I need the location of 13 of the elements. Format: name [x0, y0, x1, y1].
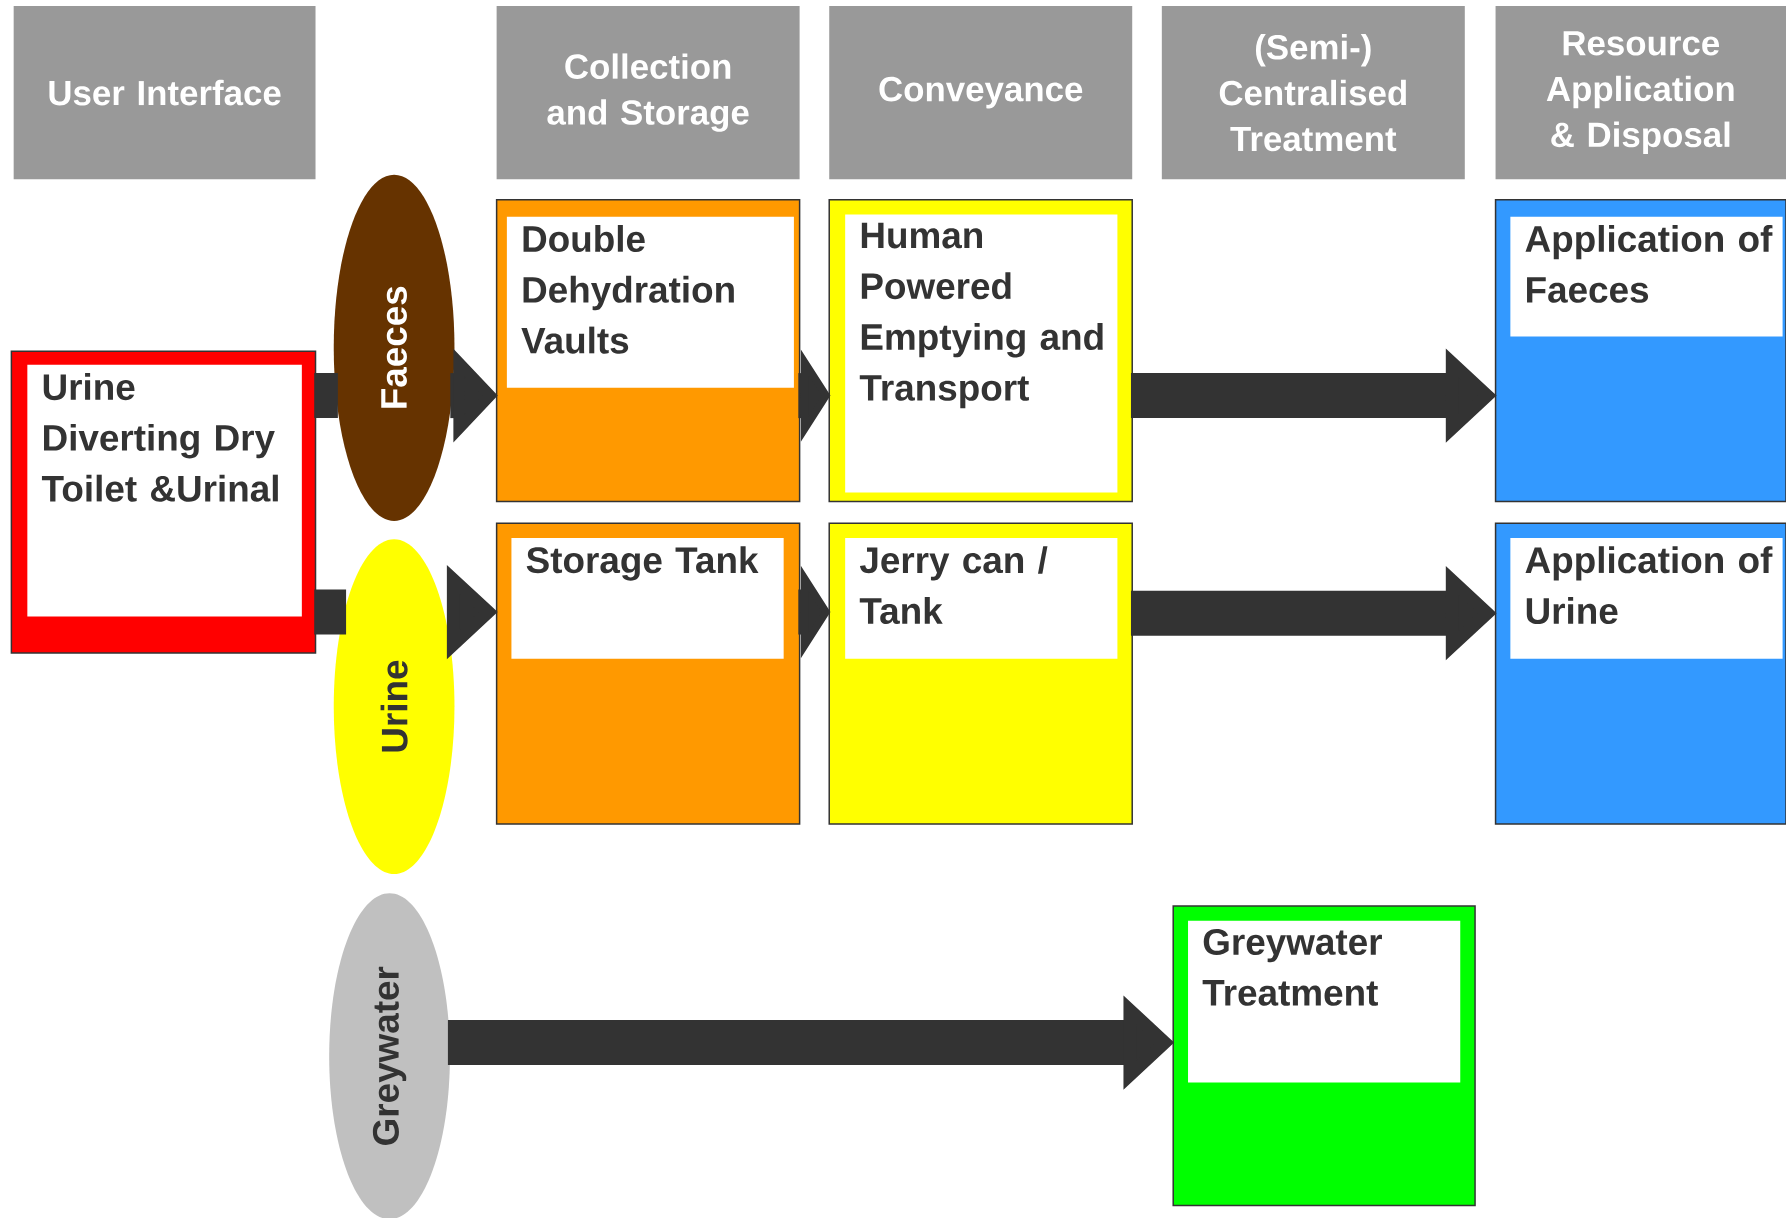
process-box: Application of Faeces	[1494, 198, 1786, 503]
process-box: Application of Urine	[1494, 522, 1786, 825]
column-header: Conveyance	[829, 6, 1133, 180]
process-box: Jerry can / Tank	[828, 522, 1133, 825]
column-header: Collection and Storage	[496, 6, 800, 180]
process-box: Greywater Treatment	[1172, 905, 1476, 1207]
process-box: Urine Diverting Dry Toilet &Urinal	[10, 350, 317, 654]
column-header: (Semi-) Centralised Treatment	[1161, 6, 1465, 180]
process-box: Double Dehydration Vaults	[495, 198, 801, 503]
process-box: Storage Tank	[495, 522, 801, 825]
column-header: User Interface	[13, 6, 316, 180]
column-header: Resource Application & Disposal	[1495, 6, 1786, 180]
process-box: Human Powered Emptying and Transport	[828, 198, 1133, 503]
